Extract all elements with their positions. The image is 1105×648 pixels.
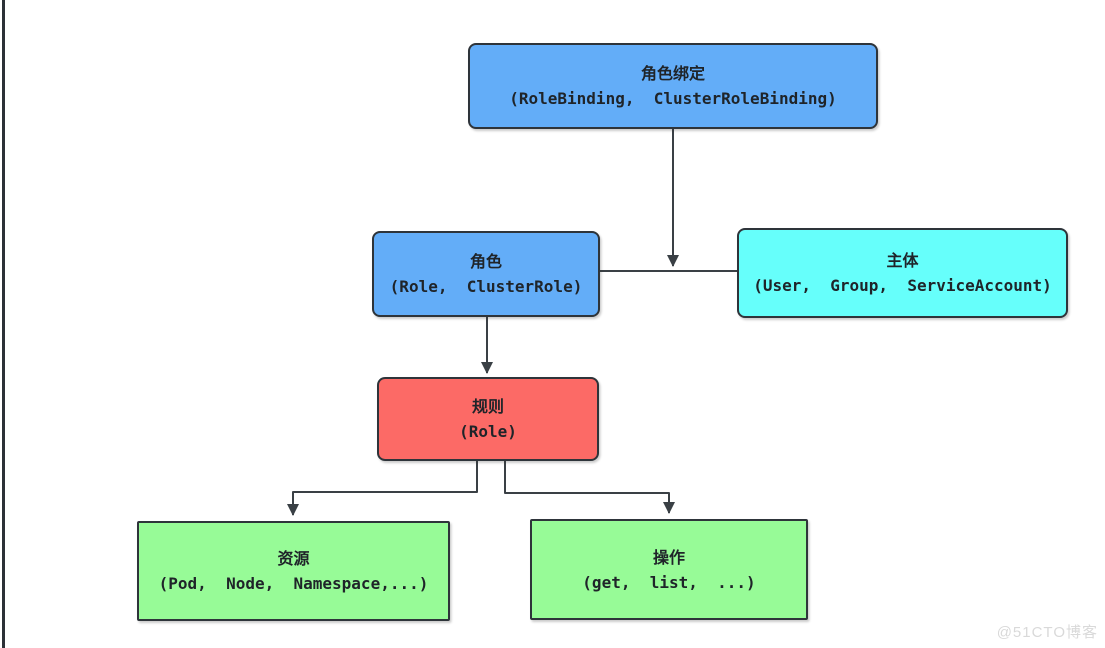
node-rule-subtitle: (Role) (459, 422, 517, 441)
node-rule: 规则 (Role) (377, 377, 599, 461)
node-action-subtitle: (get, list, ...) (582, 572, 756, 592)
node-action: 操作 (get, list, ...) (530, 519, 808, 620)
node-subject-subtitle: (User, Group, ServiceAccount) (753, 276, 1052, 295)
node-subject-title: 主体 (886, 251, 919, 270)
node-role-binding-subtitle: (RoleBinding, ClusterRoleBinding) (509, 89, 837, 108)
watermark: @51CTO博客 (996, 624, 1098, 641)
node-role: 角色 (Role, ClusterRole) (372, 231, 600, 317)
node-role-subtitle: (Role, ClusterRole) (389, 277, 583, 296)
edge-rule-to-resource (287, 461, 478, 516)
node-role-binding-title: 角色绑定 (640, 64, 705, 83)
node-resource-subtitle: (Pod, Node, Namespace,...) (158, 574, 429, 593)
node-resource-title: 资源 (277, 549, 310, 568)
node-rule-title: 规则 (471, 397, 504, 416)
edge-rule-to-action (504, 461, 675, 514)
node-resource: 资源 (Pod, Node, Namespace,...) (137, 521, 450, 621)
node-role-title: 角色 (469, 252, 502, 271)
node-role-binding: 角色绑定 (RoleBinding, ClusterRoleBinding) (468, 43, 878, 129)
left-border-line (2, 0, 5, 648)
node-action-title: 操作 (652, 547, 685, 567)
node-subject: 主体 (User, Group, ServiceAccount) (737, 228, 1068, 318)
